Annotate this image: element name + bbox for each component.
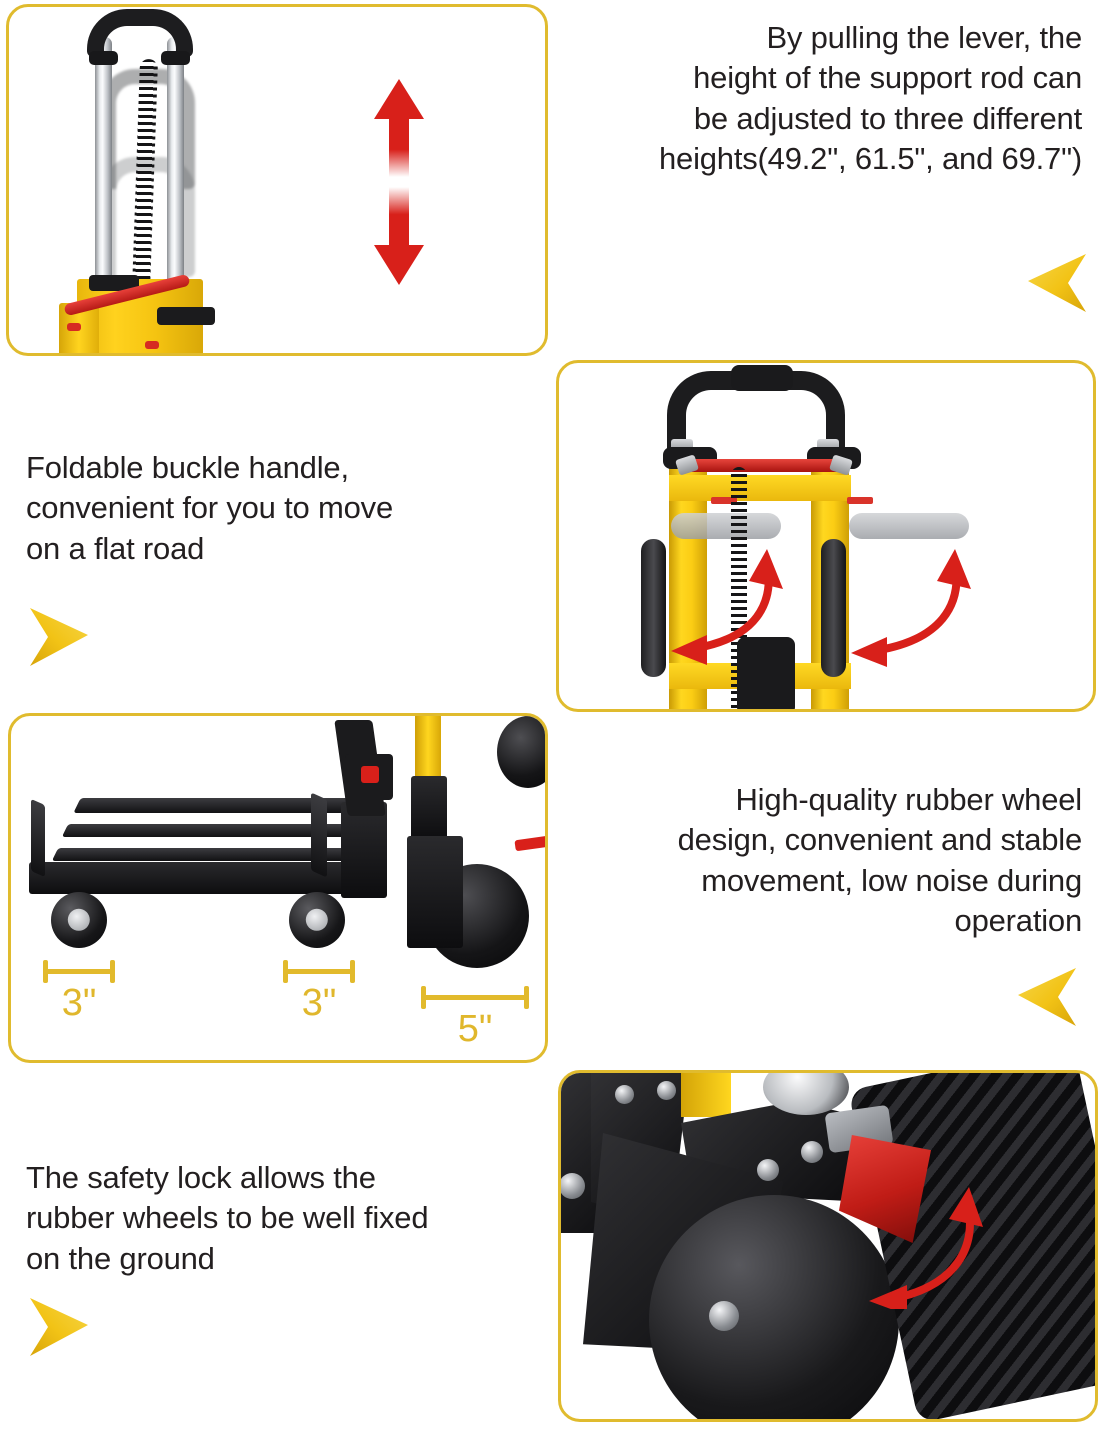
release-tab-left (711, 497, 737, 504)
handle-ghost-folded-right (849, 513, 969, 539)
bolt-axle (709, 1301, 739, 1331)
support-rod-right (167, 37, 184, 327)
panel-foldable-handle-art (559, 363, 1093, 709)
track-wheel-top (497, 716, 545, 788)
release-tab-right (847, 497, 873, 504)
dimension-tick-left-1 (43, 960, 48, 983)
panel-telescoping-handle (6, 4, 548, 356)
caption-safety-lock: The safety lock allows the rubber wheels… (26, 1160, 429, 1276)
caster-hub-front (67, 908, 91, 932)
caster-hub-middle (305, 908, 329, 932)
pointer-arrow-left-2 (1006, 964, 1080, 1030)
dimension-label-3: 5" (457, 1008, 493, 1050)
pointer-arrow-right-1 (26, 604, 100, 670)
dimension-tick-left-2 (283, 960, 288, 983)
fold-rotation-arrow-left (671, 549, 783, 665)
rubber-wheel-main (649, 1195, 899, 1419)
dimension-tick-right-1 (110, 960, 115, 983)
caption-height-adjust: By pulling the lever, the height of the … (658, 20, 1082, 176)
dimension-marker-3: 5" (421, 986, 529, 1048)
dimension-tick-right-3 (524, 986, 529, 1009)
dimension-bar-2 (283, 969, 355, 974)
dimension-tick-left-3 (421, 986, 426, 1009)
dimension-bar-3 (421, 995, 529, 1000)
strap-release-button (361, 766, 379, 783)
folding-handle-left (641, 539, 666, 677)
height-adjust-motion-arrow (374, 79, 424, 285)
caption-foldable-handle: Foldable buckle handle, convenient for y… (26, 450, 394, 566)
deck-side-face (341, 802, 387, 898)
bolt-pivot-b (801, 1141, 823, 1163)
handle-grip-top (87, 9, 193, 57)
caption-rubber-wheels: High-quality rubber wheel design, conven… (677, 782, 1083, 938)
caster-wheel-middle (289, 892, 345, 948)
handlebar-center-clamp (731, 365, 793, 391)
bolt-pivot-a (757, 1159, 779, 1181)
rod-cap-left (89, 51, 118, 65)
dimension-label-2: 3" (301, 982, 337, 1024)
bolt-upper-right (657, 1081, 676, 1100)
red-hook-left (67, 323, 81, 331)
dimension-marker-1: 3" (43, 960, 115, 1022)
caster-wheel-front (51, 892, 107, 948)
deck-front-face (29, 862, 381, 894)
mast-bracket-plate (411, 776, 447, 840)
dimension-bar-1 (43, 969, 115, 974)
frame-cap-upper (89, 275, 139, 291)
frame-cap-lower (157, 307, 215, 325)
mast-post-yellow-2 (681, 1073, 731, 1117)
support-rod-left (95, 37, 112, 327)
panel-safety-lock-art (561, 1073, 1095, 1419)
panel-telescoping-handle-art (9, 7, 545, 353)
rod-cap-right (161, 51, 190, 65)
brake-lever-red (514, 835, 545, 852)
deck-rail-right (311, 792, 327, 878)
dimension-tick-right-2 (350, 960, 355, 983)
bolt-side (561, 1173, 585, 1199)
dimension-label-1: 3" (61, 982, 97, 1024)
folding-handle-right (821, 539, 846, 677)
lower-housing (737, 637, 795, 709)
red-hook-right (145, 341, 159, 349)
bolt-upper-left (615, 1085, 634, 1104)
dimension-marker-2: 3" (283, 960, 355, 1022)
telescoping-handle-illustration (59, 7, 231, 353)
panel-platform-wheels: 3" 3" 5" (8, 713, 548, 1063)
frame-crossbar-upper (669, 475, 851, 501)
panel-foldable-handle (556, 360, 1096, 712)
fold-rotation-arrow-right (851, 549, 971, 667)
pointer-arrow-left-1 (1016, 250, 1090, 316)
safety-lock-rotation-arrow (869, 1187, 983, 1309)
panel-platform-wheels-art: 3" 3" 5" (11, 716, 545, 1060)
deck-rail-left (31, 798, 45, 878)
top-plate-red (685, 459, 845, 472)
panel-safety-lock (558, 1070, 1098, 1422)
handle-ghost-folded-left (671, 513, 781, 539)
pointer-arrow-right-2 (26, 1294, 100, 1360)
wheel-mount-plate (407, 836, 463, 948)
